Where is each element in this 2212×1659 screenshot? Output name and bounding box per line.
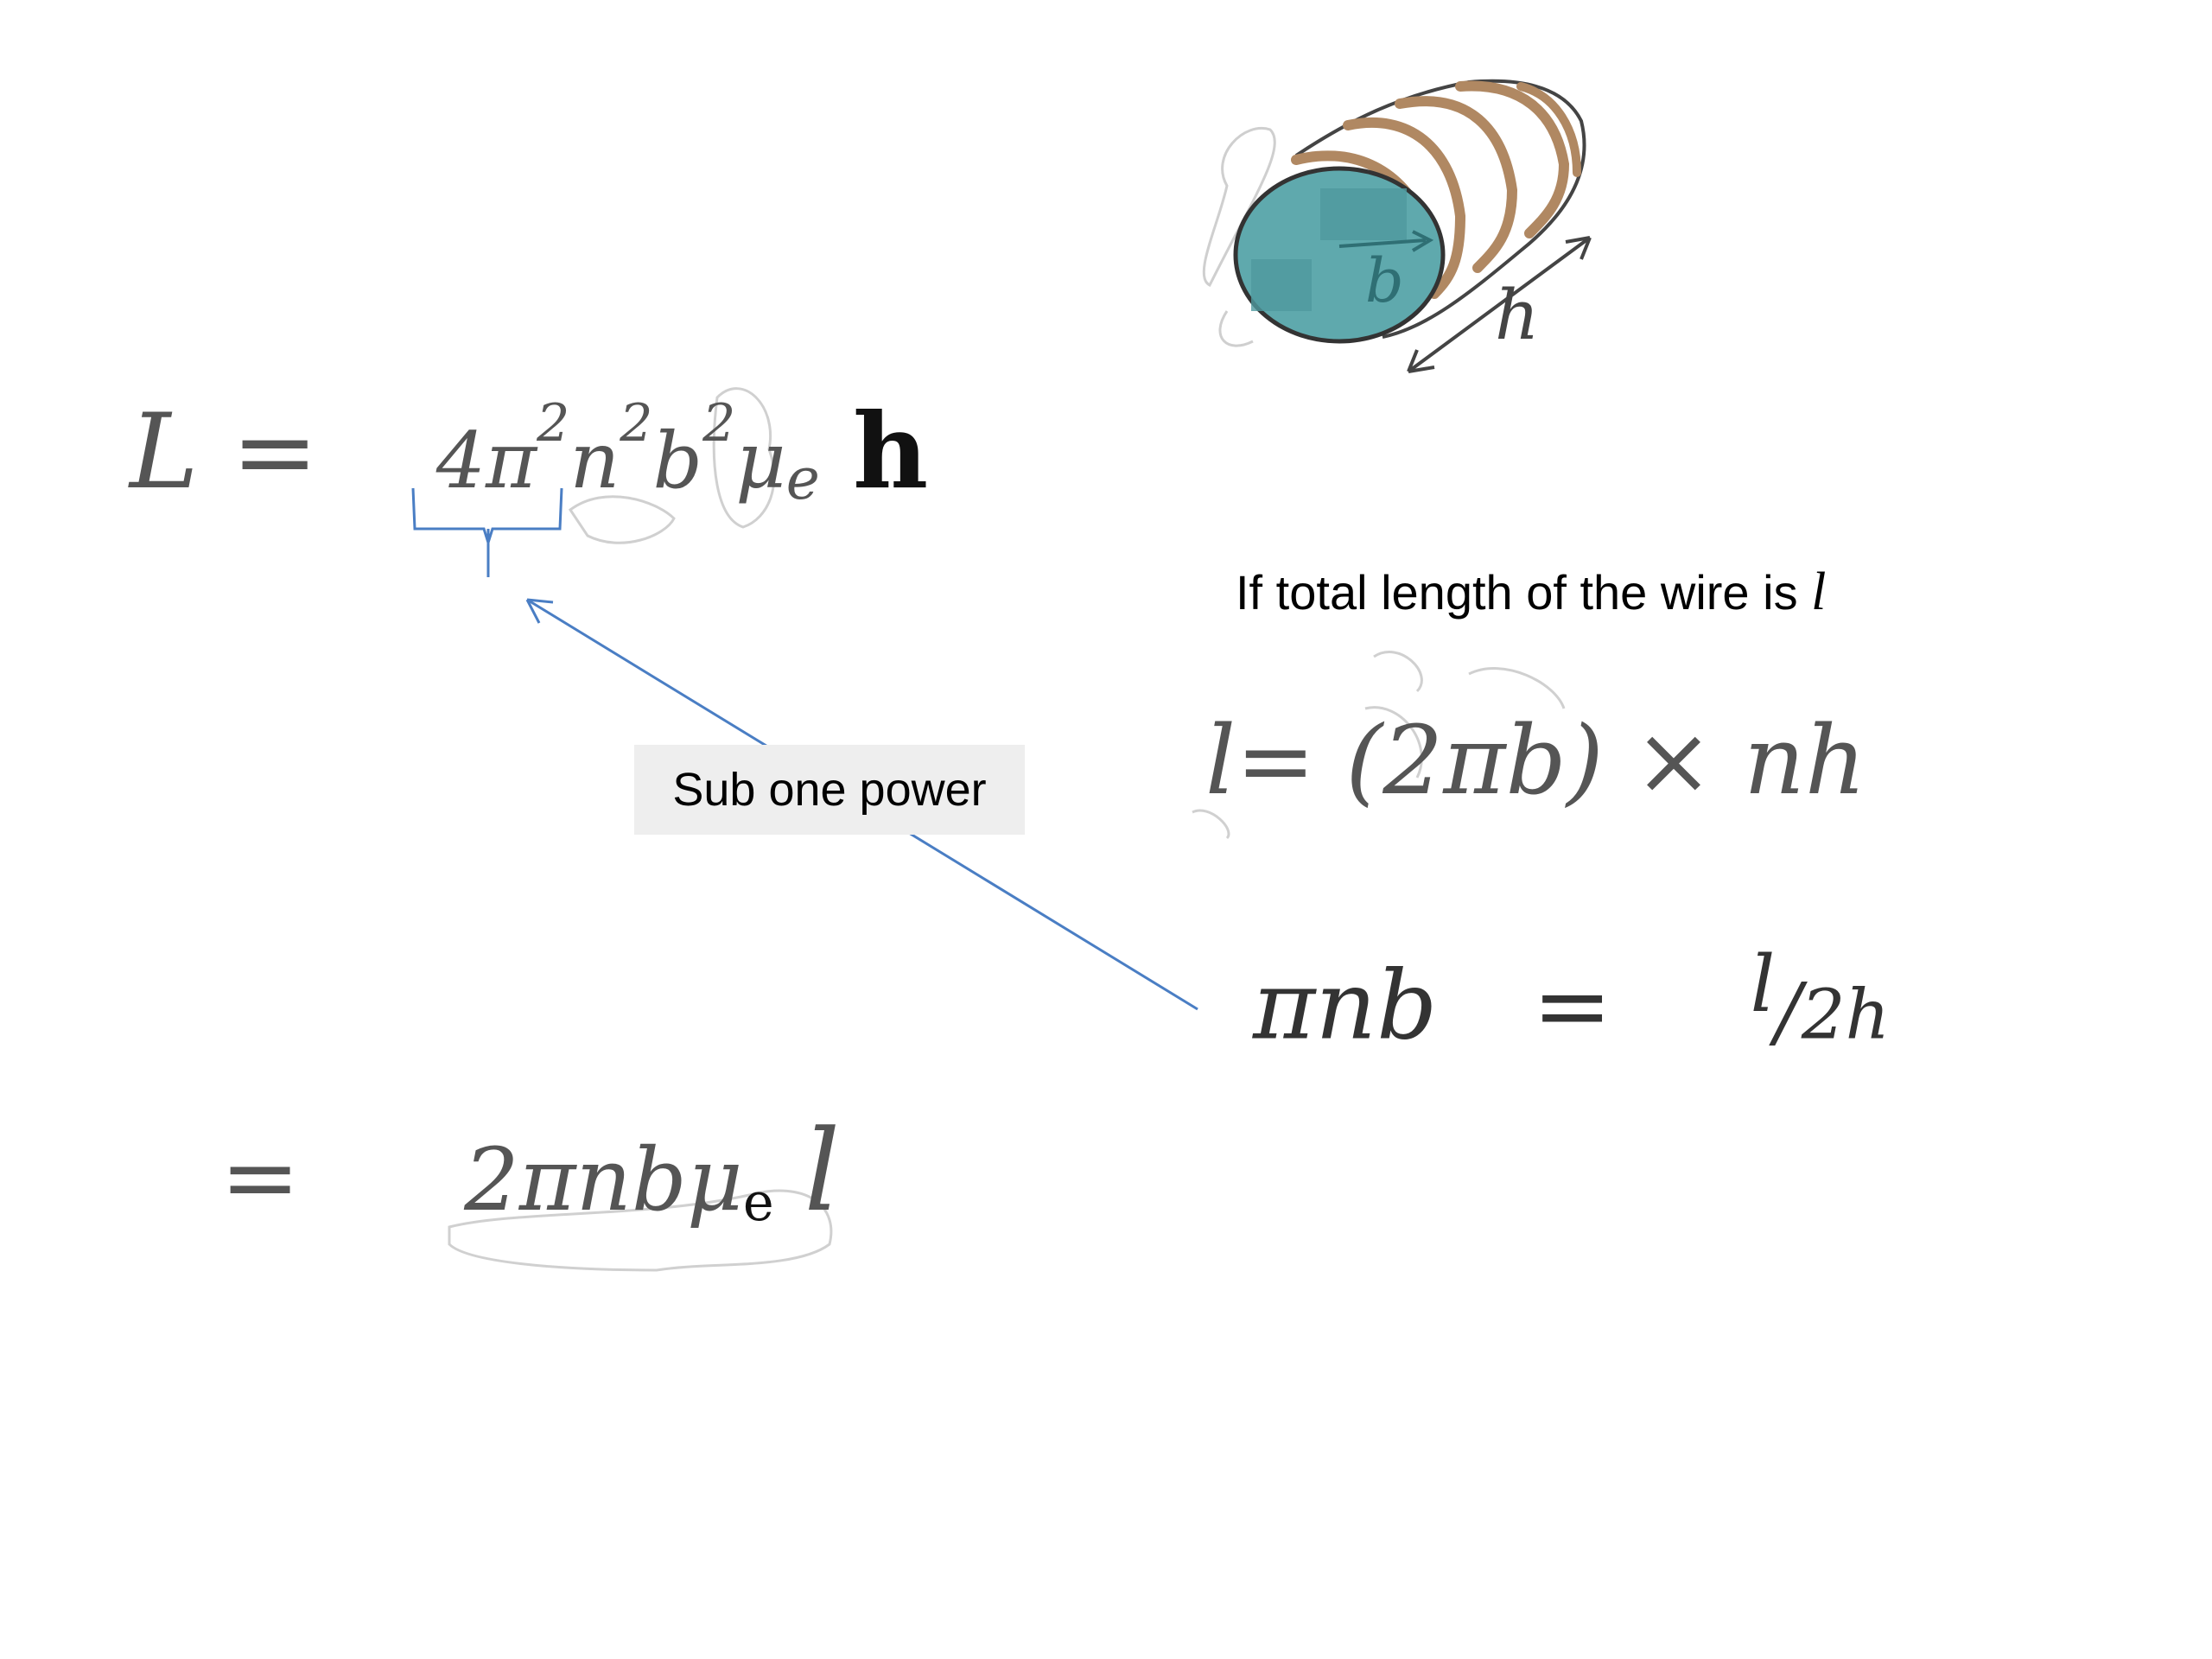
four-pi: 4π	[435, 416, 537, 506]
pinb-equals: =	[1532, 950, 1612, 1061]
mu-subscript: e	[785, 446, 820, 513]
b-symbol: b	[652, 416, 703, 506]
length-label: h	[1495, 275, 1540, 355]
b-exponent: 2	[702, 393, 736, 454]
h-symbol: h	[853, 391, 929, 512]
pinb-equation: πnb = l/2h	[1253, 946, 1890, 1053]
equals-sign: =	[1236, 705, 1316, 816]
inductance-equation: L = 4π2n2b2μe h	[130, 397, 928, 508]
pinb-rhs-denominator: 2h	[1801, 974, 1891, 1055]
result-subscript: e	[742, 1173, 774, 1234]
pinb-lhs: πnb	[1253, 950, 1438, 1061]
sub-one-power-label: Sub one power	[634, 745, 1025, 835]
result-l-symbol: l	[804, 1105, 841, 1236]
l-symbol: l	[1205, 705, 1236, 816]
wire-length-caption: If total length of the wire is l	[1236, 562, 1826, 623]
caption-variable: l	[1811, 563, 1827, 621]
nh-term: nh	[1743, 705, 1866, 816]
radius-label: b	[1365, 245, 1404, 316]
times-sign: ×	[1633, 705, 1713, 816]
caption-text: If total length of the wire is	[1236, 565, 1798, 620]
wire-length-equation: l= (2πb) × nh	[1205, 713, 1866, 808]
circumference-term: (2πb)	[1345, 705, 1604, 816]
n-symbol: n	[569, 416, 620, 506]
mu-symbol: μ	[735, 416, 786, 506]
result-expression: 2πnbμ	[464, 1129, 743, 1230]
pi-exponent: 2	[537, 393, 570, 454]
inductance-lhs: L =	[130, 392, 319, 512]
pinb-rhs-slash: /	[1775, 966, 1802, 1058]
result-equals: =	[220, 1122, 301, 1232]
pinb-rhs-numerator: l	[1750, 939, 1776, 1030]
result-equation: = 2πnbμe l	[220, 1115, 840, 1230]
n-exponent: 2	[620, 393, 653, 454]
